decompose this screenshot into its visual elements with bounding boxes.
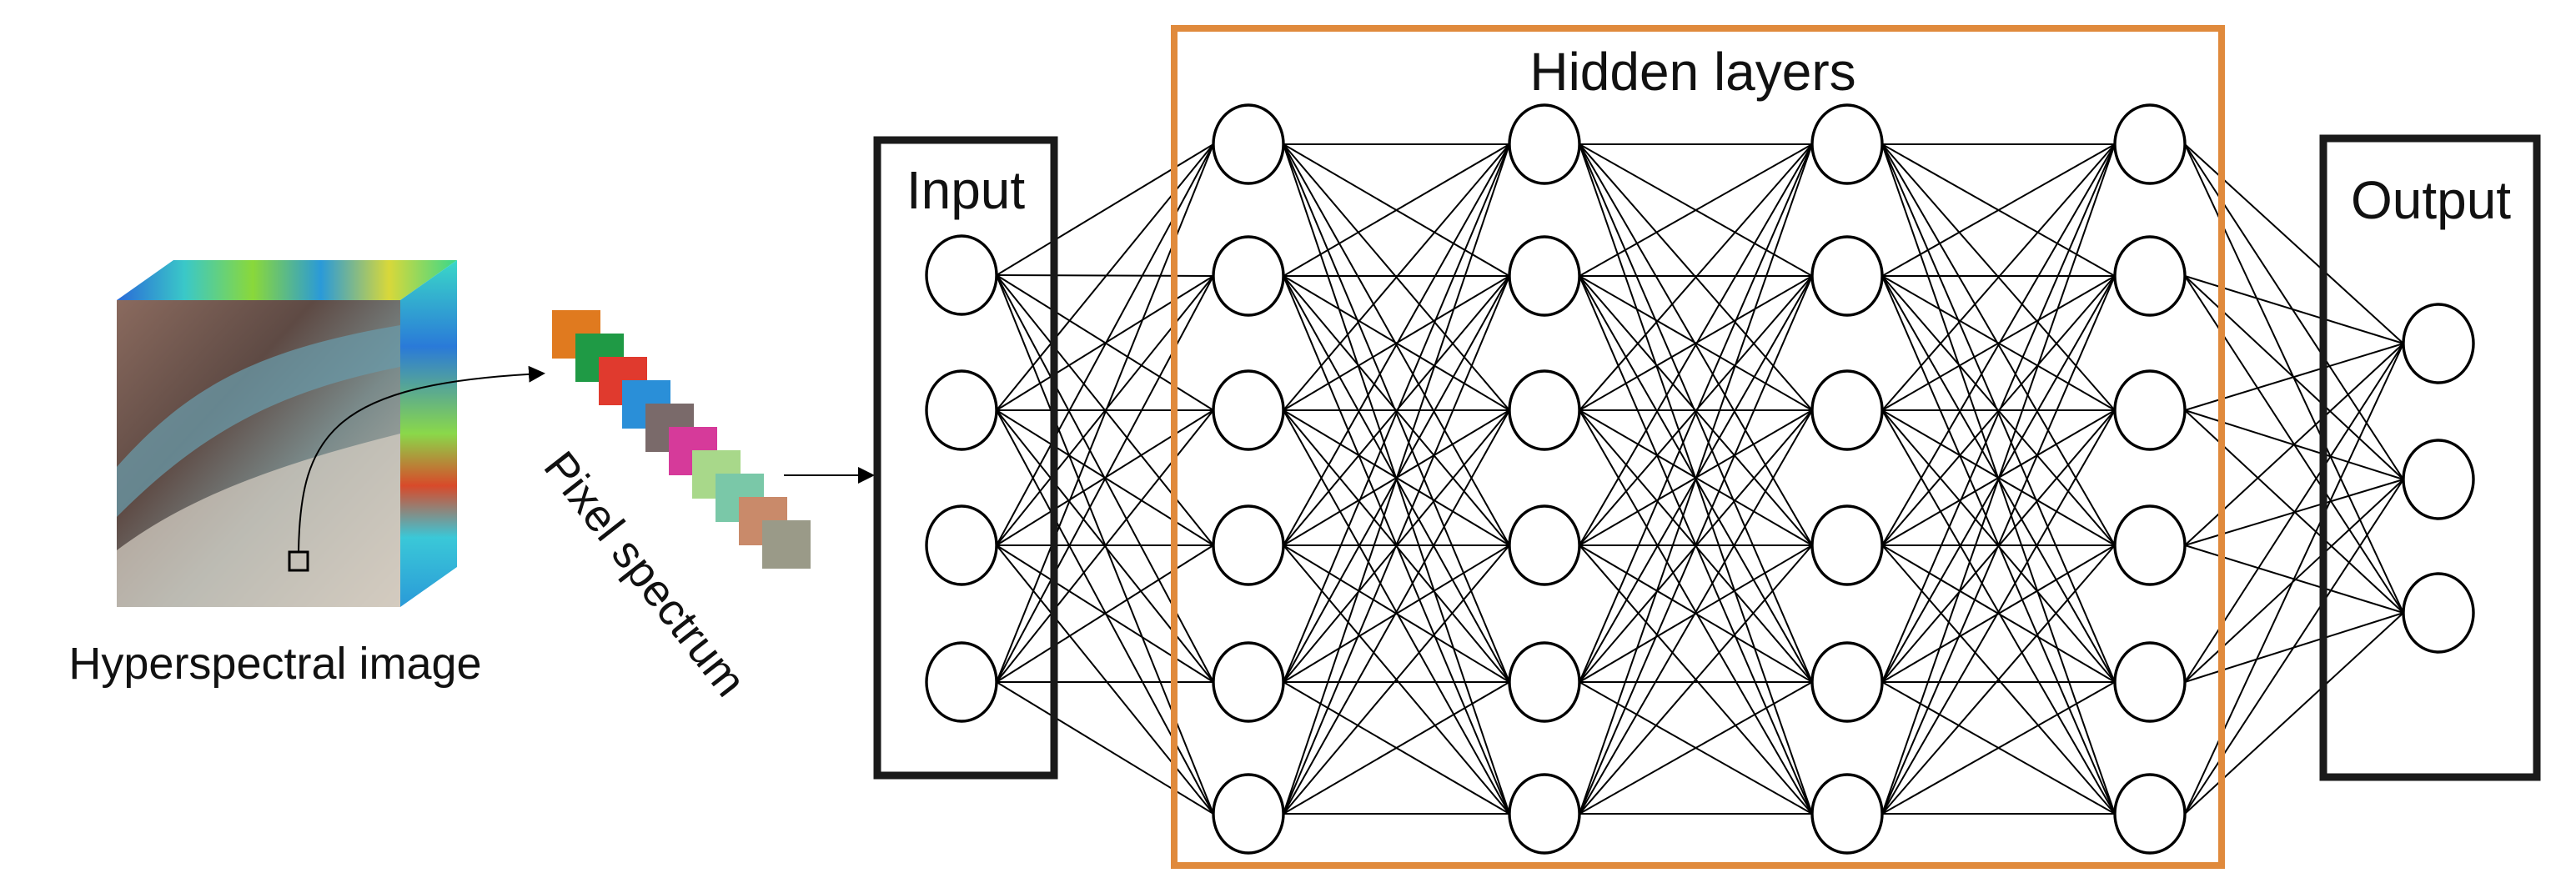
connection-line [2184, 612, 2404, 815]
input-neuron [925, 641, 998, 723]
spectrum-arrow [298, 365, 545, 553]
connection-line [1283, 143, 1510, 815]
connection-line [1881, 143, 2116, 815]
output-neuron [2402, 303, 2475, 384]
connection-line [1283, 681, 1510, 815]
hidden-neuron [1810, 641, 1884, 723]
connection-line [1881, 275, 2116, 546]
connection-line [1283, 275, 1510, 546]
hidden-neuron [1810, 504, 1884, 586]
connection-line [996, 409, 1214, 815]
connection-line [996, 143, 1214, 411]
connection-line [1283, 544, 1510, 815]
hidden-layers-label: Hidden layers [1529, 42, 1855, 102]
hidden-neuron [1810, 773, 1884, 855]
connection-line [2184, 343, 2404, 815]
cube-front-ridge [117, 325, 400, 517]
hidden-neuron [1212, 641, 1285, 723]
hidden-neuron [1810, 235, 1884, 317]
input-label: Input [906, 160, 1026, 220]
connection-line [1579, 275, 1813, 546]
pixel-spectrum-swatches [552, 310, 811, 569]
hidden-neuron [2113, 504, 2187, 586]
network-connections [996, 143, 2404, 815]
connection-line [1283, 143, 1510, 277]
connection-line [2184, 479, 2404, 815]
connection-line [996, 274, 1214, 277]
hyperspectral-label: Hyperspectral image [68, 639, 481, 689]
connection-line [2184, 343, 2404, 546]
hidden-neuron [2113, 641, 2187, 723]
hidden-neuron [1508, 103, 1581, 185]
hidden-neuron [1508, 369, 1581, 451]
hyperspectral-cube [117, 260, 545, 607]
hidden-neuron [1212, 773, 1285, 855]
hidden-neuron [1212, 235, 1285, 317]
output-neuron [2402, 572, 2475, 654]
input-neuron [925, 504, 998, 586]
input-neuron [925, 234, 998, 316]
connection-line [1579, 275, 1813, 815]
hidden-neuron [1212, 369, 1285, 451]
hidden-neuron [1508, 504, 1581, 586]
connection-line [2184, 479, 2404, 683]
connection-line [1881, 409, 2116, 815]
connection-line [1579, 143, 1813, 277]
connection-line [1579, 544, 1813, 815]
connection-line [1283, 143, 1510, 546]
connection-line [1283, 275, 1510, 815]
hidden-layers-frame [1171, 25, 2225, 869]
connection-line [1283, 143, 1510, 411]
connection-line [1881, 143, 2116, 546]
connection-line [1881, 143, 2116, 277]
output-frame [2319, 134, 2541, 781]
output-label: Output [2351, 170, 2511, 230]
hidden-neuron [2113, 103, 2187, 185]
connection-line [996, 681, 1214, 815]
cube-front-shadow [117, 434, 400, 607]
connection-line [2184, 343, 2404, 411]
hidden-neuron [1810, 369, 1884, 451]
connection-line [1881, 681, 2116, 815]
hidden-neuron [2113, 773, 2187, 855]
connection-line [1579, 143, 1813, 411]
connection-line [1283, 409, 1510, 815]
connection-line [996, 143, 1214, 683]
output-neuron [2402, 439, 2475, 520]
connection-line [1881, 275, 2116, 815]
connection-line [2184, 275, 2404, 344]
hidden-neuron [1508, 235, 1581, 317]
connection-line [1579, 275, 1813, 411]
hidden-neuron [1212, 103, 1285, 185]
connection-line [1579, 143, 1813, 815]
connection-line [1283, 143, 1510, 683]
cube-top-face [117, 260, 457, 300]
hidden-neuron [1508, 773, 1581, 855]
connection-line [1881, 143, 2116, 683]
network-neurons [925, 103, 2475, 855]
hidden-neuron [2113, 369, 2187, 451]
connection-line [2184, 343, 2404, 683]
hidden-neuron [1508, 641, 1581, 723]
connection-line [1881, 544, 2116, 815]
connection-line [1579, 681, 1813, 815]
input-frame [873, 136, 1058, 780]
connection-line [1881, 275, 2116, 411]
connection-line [1881, 143, 2116, 411]
connection-line [1579, 409, 1813, 815]
connection-line [1579, 143, 1813, 683]
cube-side-face [400, 260, 457, 607]
hidden-neuron [1212, 504, 1285, 586]
connection-line [1579, 143, 1813, 546]
hidden-neuron [2113, 235, 2187, 317]
connection-line [996, 143, 1214, 546]
spectrum-swatch [762, 520, 811, 569]
input-neuron [925, 369, 998, 451]
hidden-neuron [1810, 103, 1884, 185]
connection-line [996, 143, 1214, 276]
